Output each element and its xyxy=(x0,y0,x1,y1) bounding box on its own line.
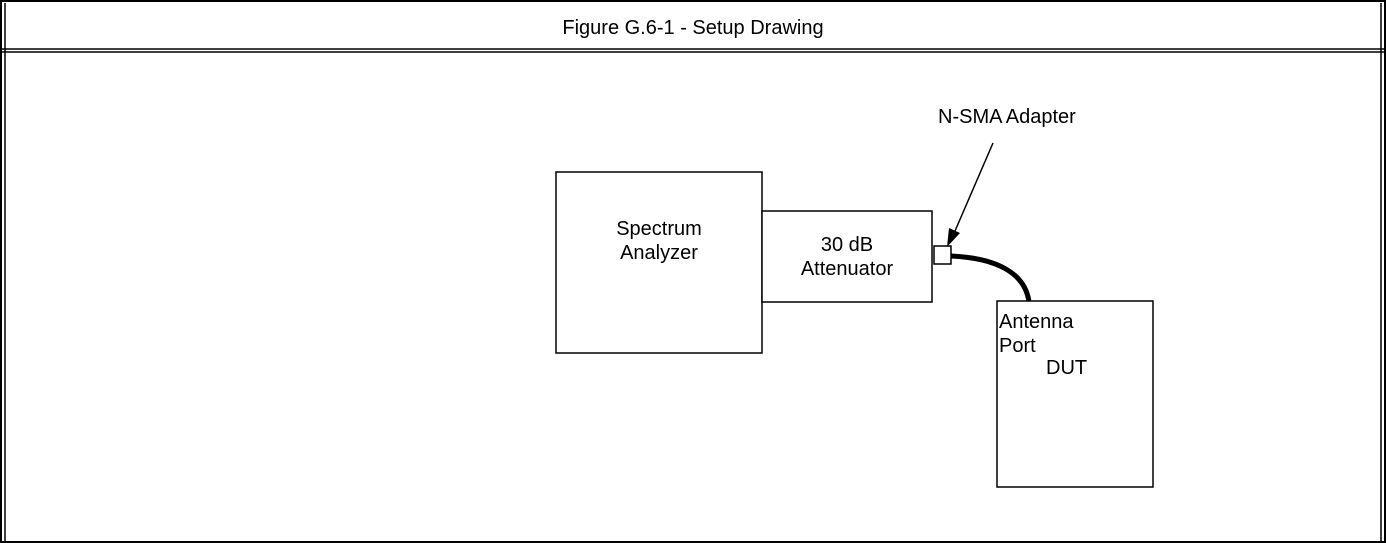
spectrum-analyzer-label-line1: Spectrum xyxy=(616,218,702,240)
adapter-label: N-SMA Adapter xyxy=(938,106,1076,128)
attenuator-box xyxy=(761,210,933,303)
adapter-arrow-line xyxy=(954,142,994,232)
dut-port-label-line2: Port xyxy=(999,335,1036,357)
spectrum-analyzer-label-line2: Analyzer xyxy=(620,242,698,264)
figure-title: Figure G.6-1 - Setup Drawing xyxy=(562,17,824,39)
adapter-box xyxy=(933,245,952,265)
rf-cable xyxy=(950,253,1032,303)
attenuator-label-line2: Attenuator xyxy=(800,258,894,280)
adapter-arrow-head xyxy=(947,228,960,247)
spectrum-analyzer-box xyxy=(555,171,763,354)
dut-box xyxy=(996,300,1154,488)
attenuator-label-line1: 30 dB xyxy=(820,234,874,256)
dut-name-label: DUT xyxy=(1046,357,1088,379)
dut-port-label-line1: Antenna xyxy=(999,311,1074,333)
